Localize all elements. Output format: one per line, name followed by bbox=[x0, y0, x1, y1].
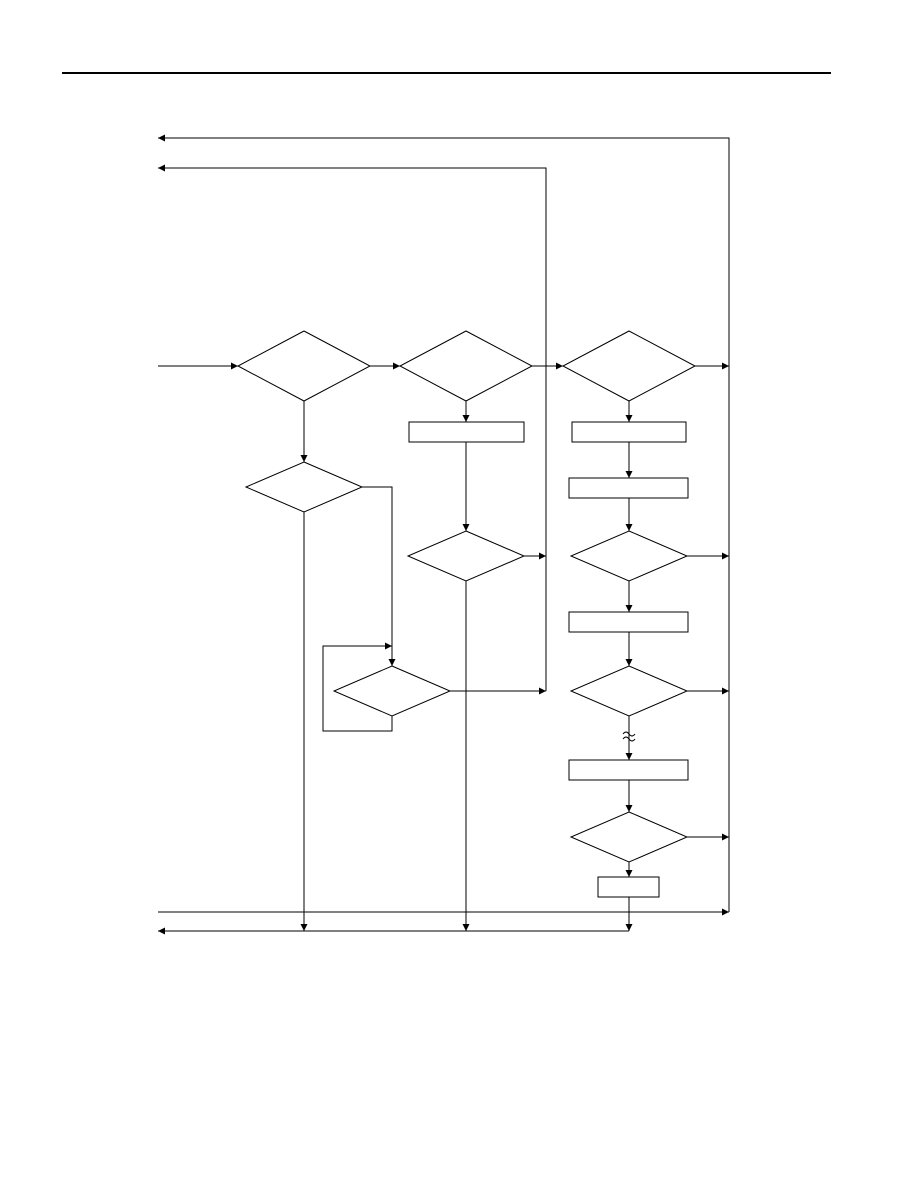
header-rule bbox=[62, 72, 831, 74]
process-p6 bbox=[597, 876, 660, 898]
connector-d7-loop bbox=[322, 642, 393, 732]
connectors-layer bbox=[158, 134, 730, 935]
connector-d4-d7 bbox=[362, 486, 396, 666]
decision-d4 bbox=[244, 461, 364, 513]
decision-d6 bbox=[569, 530, 689, 582]
decision-d5 bbox=[406, 530, 526, 582]
connector-exit-top-1 bbox=[158, 134, 730, 912]
process-p1 bbox=[408, 421, 525, 443]
decision-d9 bbox=[569, 811, 689, 863]
process-p5 bbox=[568, 759, 689, 781]
break-mark-0 bbox=[622, 731, 636, 737]
decision-d3 bbox=[561, 330, 697, 402]
process-p3 bbox=[568, 477, 689, 499]
decision-d7 bbox=[332, 665, 452, 717]
decision-d1 bbox=[236, 330, 372, 402]
decision-d8 bbox=[569, 665, 689, 717]
break-mark-1 bbox=[622, 736, 636, 742]
process-p4 bbox=[568, 611, 689, 633]
decision-d2 bbox=[398, 330, 534, 402]
process-p2 bbox=[571, 421, 687, 443]
connector-exit-top-2 bbox=[158, 164, 547, 691]
nodes-layer bbox=[236, 330, 697, 898]
